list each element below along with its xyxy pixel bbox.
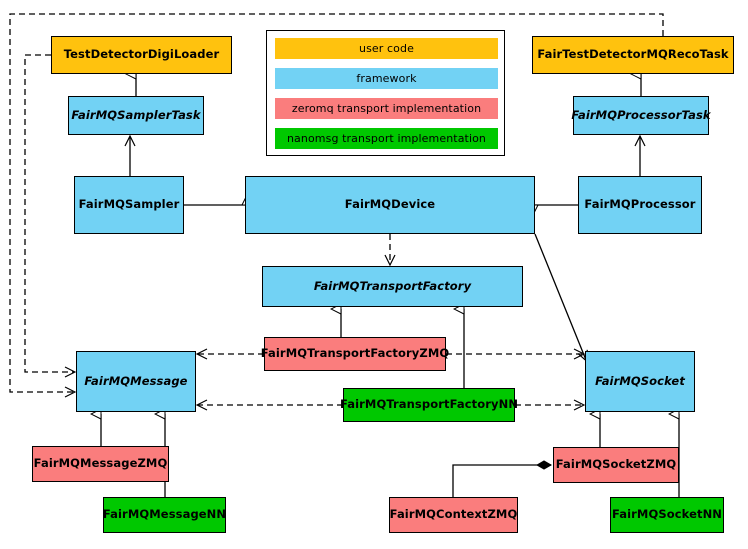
class-label: FairMQDevice — [344, 197, 436, 212]
legend-item-zeromq: zeromq transport implementation — [275, 98, 498, 119]
class-node-fairmqtransportfactory[interactable]: FairMQTransportFactory — [262, 266, 523, 307]
class-label: FairMQProcessorTask — [571, 107, 711, 122]
class-node-fairmqmessagezmq[interactable]: FairMQMessageZMQ — [32, 446, 169, 482]
edge-digiloader-to-message — [24, 54, 74, 372]
edge-device-to-socket — [534, 233, 586, 360]
class-node-fairmqmessage[interactable]: FairMQMessage — [76, 351, 196, 412]
class-node-fairmqsocketnn[interactable]: FairMQSocketNN — [610, 497, 724, 533]
class-node-fairmqsocket[interactable]: FairMQSocket — [585, 351, 695, 412]
class-label: TestDetectorDigiLoader — [63, 47, 220, 62]
legend-label-zeromq: zeromq transport implementation — [291, 102, 482, 115]
legend-item-framework: framework — [275, 68, 498, 89]
class-label: FairMQTransportFactory — [313, 278, 472, 293]
class-node-fairtestdetectormqrecotask[interactable]: FairTestDetectorMQRecoTask — [532, 36, 734, 74]
class-label: FairMQMessageZMQ — [33, 456, 168, 471]
class-node-fairmqtransportfactorynn[interactable]: FairMQTransportFactoryNN — [339, 388, 519, 422]
class-label: FairMQMessage — [84, 373, 188, 388]
class-node-fairmqsamplertask[interactable]: FairMQSamplerTask — [68, 96, 204, 135]
legend-panel: user code framework zeromq transport imp… — [266, 30, 505, 156]
class-node-fairmqprocessor[interactable]: FairMQProcessor — [578, 176, 702, 234]
class-label: FairMQContextZMQ — [389, 507, 518, 522]
class-node-fairmqsampler[interactable]: FairMQSampler — [74, 176, 184, 234]
class-label: FairMQProcessor — [584, 197, 696, 212]
class-node-fairmqsocketzmq[interactable]: FairMQSocketZMQ — [553, 447, 679, 483]
class-node-fairmqtransportfactoryzmq[interactable]: FairMQTransportFactoryZMQ — [261, 337, 449, 371]
legend-label-nanomsg: nanomsg transport implementation — [286, 132, 487, 145]
class-label: FairMQMessageNN — [102, 507, 227, 522]
class-node-fairmqprocessortask[interactable]: FairMQProcessorTask — [571, 96, 711, 135]
legend-item-nanomsg: nanomsg transport implementation — [275, 128, 498, 149]
class-label: FairTestDetectorMQRecoTask — [537, 47, 729, 62]
class-label: FairMQSocketNN — [611, 507, 723, 522]
class-node-fairmqmessagenn[interactable]: FairMQMessageNN — [103, 497, 226, 533]
class-node-fairmqdevice[interactable]: FairMQDevice — [245, 176, 535, 234]
legend-label-user-code: user code — [359, 42, 414, 55]
legend-label-framework: framework — [356, 72, 417, 85]
class-node-fairmqcontextzmq[interactable]: FairMQContextZMQ — [389, 497, 518, 533]
edge-contextzmq-to-socketzmq — [452, 460, 553, 497]
class-node-testdetectordigiloader[interactable]: TestDetectorDigiLoader — [51, 36, 232, 74]
class-label: FairMQSocketZMQ — [555, 457, 677, 472]
class-label: FairMQTransportFactoryZMQ — [260, 346, 450, 361]
class-label: FairMQTransportFactoryNN — [339, 397, 519, 412]
class-label: FairMQSamplerTask — [71, 107, 201, 122]
class-label: FairMQSampler — [78, 197, 180, 212]
class-label: FairMQSocket — [595, 373, 685, 388]
legend-item-user-code: user code — [275, 38, 498, 59]
